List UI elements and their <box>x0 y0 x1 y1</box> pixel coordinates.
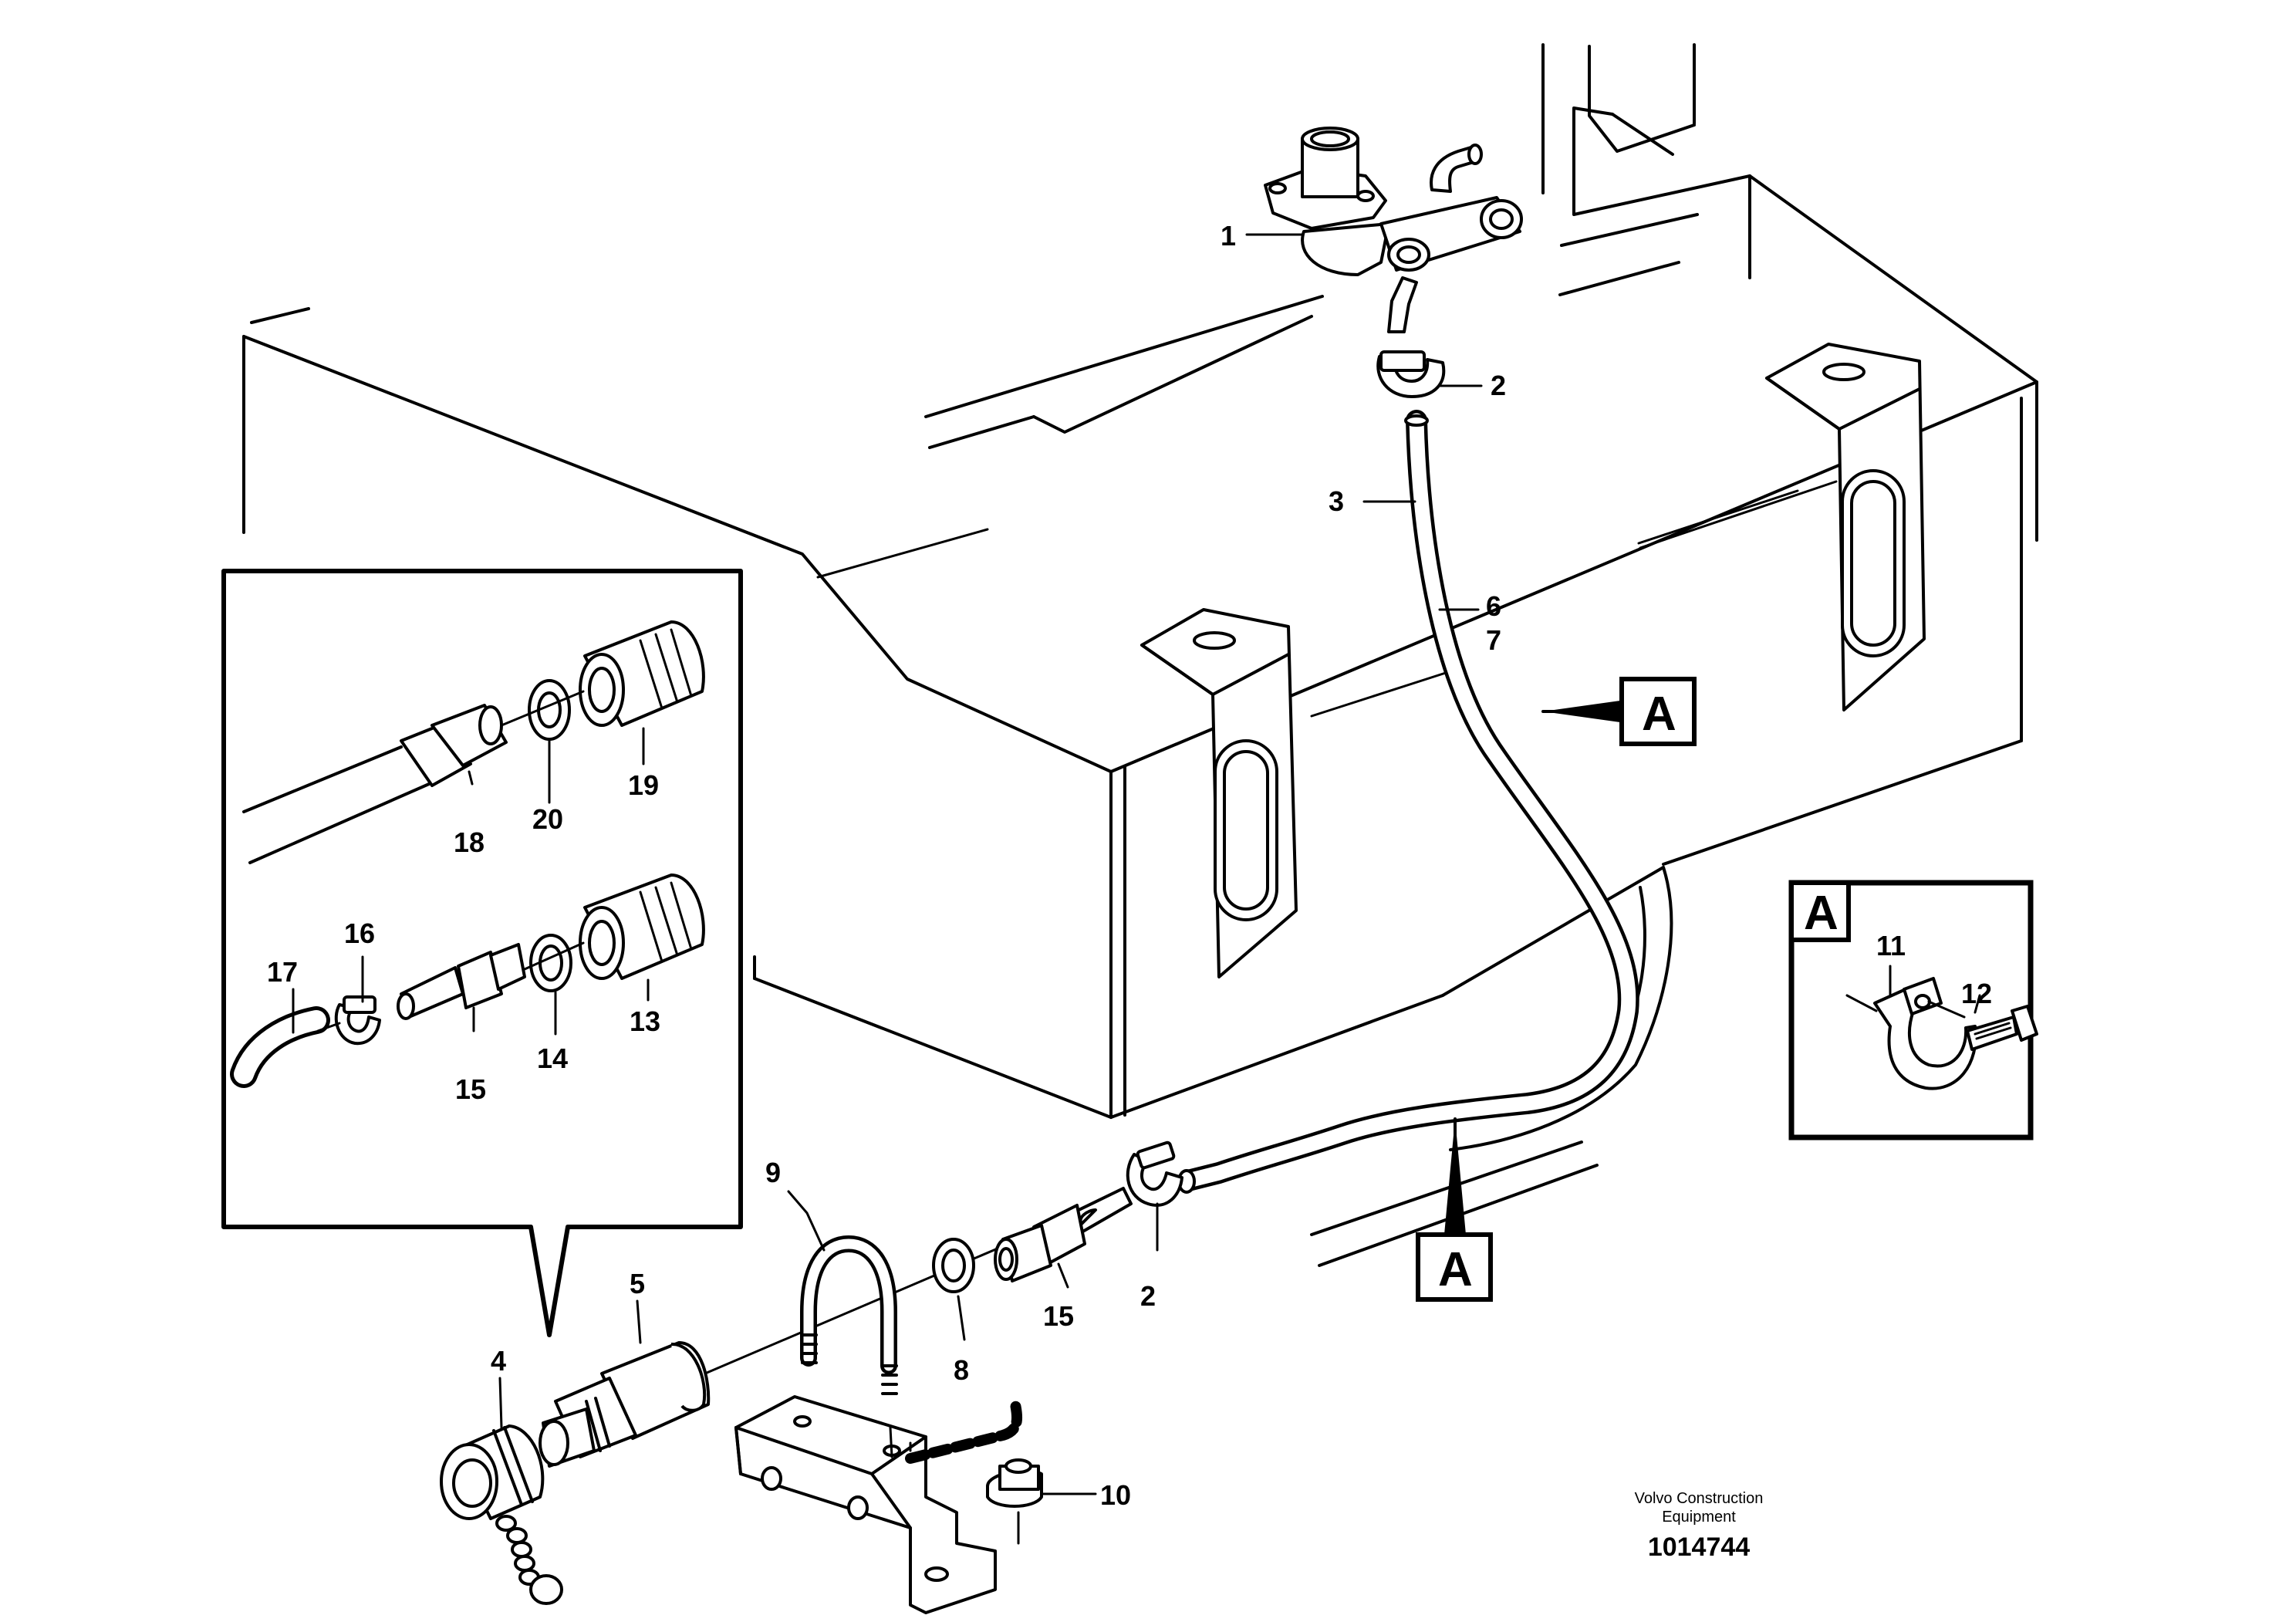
label-part-15-inset: 15 <box>455 1073 486 1105</box>
label-part-2-lower: 2 <box>1140 1280 1156 1312</box>
mounting-bracket-right <box>1765 343 1926 711</box>
label-part-18: 18 <box>454 826 485 858</box>
label-part-16: 16 <box>344 917 375 949</box>
hose-nipple-15 <box>994 1187 1133 1282</box>
flange-nut-10 <box>986 1458 1043 1545</box>
label-part-15-main: 15 <box>1043 1300 1074 1332</box>
fuel-hose <box>1177 410 1639 1194</box>
reference-a-bottom: A <box>1438 1243 1473 1296</box>
reference-marker-a-right <box>1541 677 1697 746</box>
dust-cap-4 <box>440 1424 563 1605</box>
reference-marker-a-bottom <box>1416 1117 1493 1302</box>
leader-lines <box>292 233 1981 1495</box>
label-part-5: 5 <box>630 1268 645 1299</box>
seal-washer-8 <box>932 1238 975 1293</box>
label-part-1: 1 <box>1221 220 1236 252</box>
label-part-6: 6 <box>1486 590 1501 622</box>
filler-neck-fitting <box>1264 127 1523 333</box>
label-part-20: 20 <box>532 803 563 835</box>
label-part-2-upper: 2 <box>1491 370 1506 401</box>
label-part-3: 3 <box>1329 485 1344 517</box>
drawing-number: 1014744 <box>1648 1532 1750 1562</box>
label-part-8: 8 <box>954 1354 969 1386</box>
reference-a-right: A <box>1642 688 1676 741</box>
tank-body <box>242 43 2038 1267</box>
detail-a-box <box>1788 880 2038 1140</box>
label-part-4: 4 <box>491 1345 506 1377</box>
mounting-bracket-left <box>1140 608 1298 978</box>
label-part-12: 12 <box>1961 978 1992 1009</box>
label-part-11: 11 <box>1876 930 1906 961</box>
label-part-9: 9 <box>765 1157 781 1188</box>
reference-a-detail: A <box>1804 887 1838 940</box>
label-part-10: 10 <box>1100 1479 1131 1511</box>
brand-line-1: Volvo Construction <box>1635 1490 1764 1507</box>
brand-line-2: Equipment <box>1662 1509 1736 1526</box>
support-bracket <box>734 1395 1022 1614</box>
detail-inset <box>221 569 743 1337</box>
hose-clamp-upper <box>1376 350 1446 398</box>
hose-clamp-lower <box>1126 1140 1183 1207</box>
label-part-14: 14 <box>537 1042 568 1074</box>
part-number-labels: 1 2 3 6 7 2 15 8 9 10 5 4 11 12 18 20 19… <box>267 220 1992 1511</box>
label-part-7: 7 <box>1486 624 1501 656</box>
label-part-13: 13 <box>630 1005 660 1037</box>
coupling-5 <box>539 1341 711 1468</box>
label-part-19: 19 <box>628 769 659 801</box>
label-part-17: 17 <box>267 956 298 988</box>
u-bolt-9 <box>800 1235 898 1395</box>
